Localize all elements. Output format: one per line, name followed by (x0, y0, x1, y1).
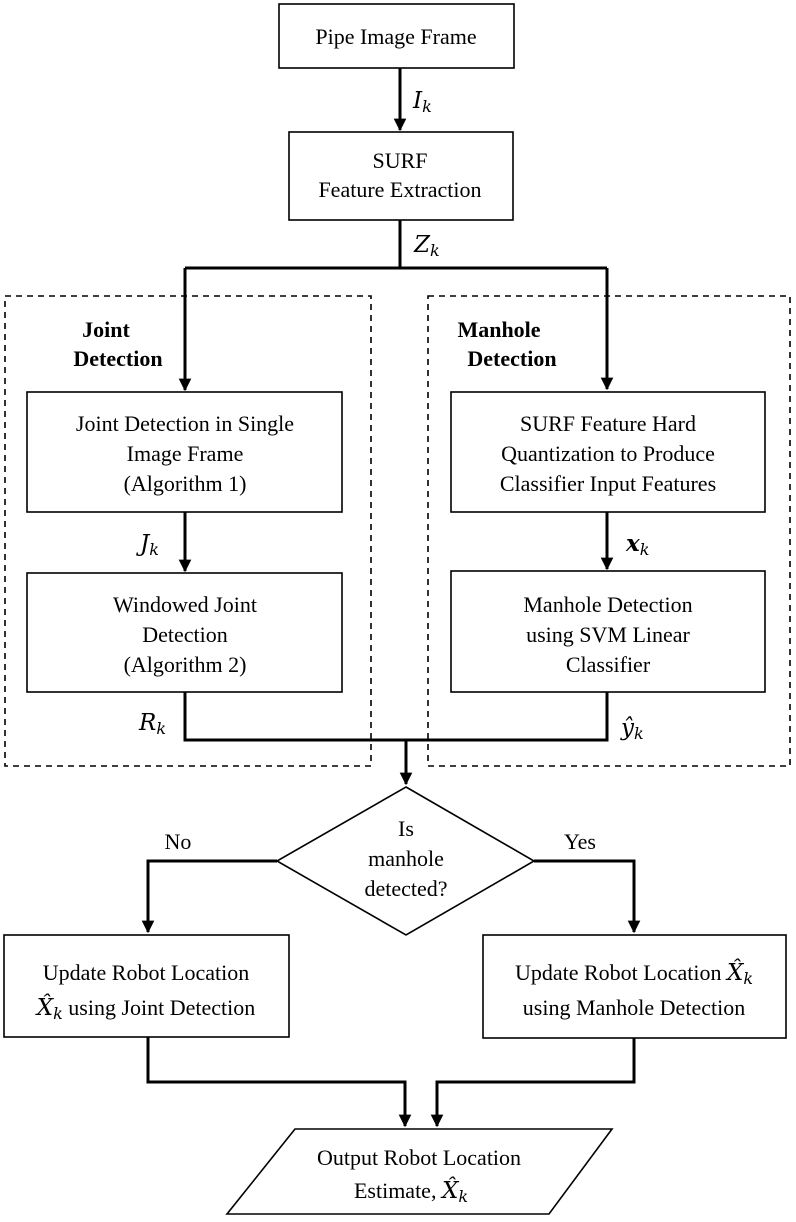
update-joint-line2-group: X̂k using Joint Detection (35, 995, 256, 1023)
edge-joint-update-to-output (146, 1037, 412, 1128)
update-manhole-line1-group: Update Robot Location X̂k (515, 960, 753, 988)
update-manhole-box (482, 934, 787, 1039)
update-joint-box (3, 934, 290, 1038)
update-manhole-line1: Update Robot Location (515, 960, 722, 985)
windowed-line1: Windowed Joint (113, 592, 257, 617)
output-location-parallelogram (225, 1128, 614, 1215)
variable-x-k: xk (625, 530, 649, 559)
output-line2-group: Estimate, X̂k (354, 1178, 468, 1206)
joint-single-line3: (Algorithm 1) (124, 471, 247, 496)
update-joint-line2: using Joint Detection (68, 995, 255, 1020)
variable-y-hat-k: ŷk (620, 715, 644, 743)
edge-yes-branch (534, 859, 641, 934)
windowed-line3: (Algorithm 2) (124, 652, 247, 677)
edge-merge-to-decision (183, 692, 609, 784)
surf-label-line2: Feature Extraction (318, 177, 481, 202)
decision-line1: Is (398, 816, 414, 841)
variable-r-k: Rk (138, 710, 166, 738)
svm-line3: Classifier (566, 652, 651, 677)
svm-line2: using SVM Linear (526, 622, 690, 647)
edge-label-yes: Yes (564, 829, 596, 854)
manhole-decision-diamond (275, 786, 536, 936)
pipe-image-frame-label: Pipe Image Frame (315, 24, 476, 49)
surf-quantization-box (450, 391, 766, 513)
variable-i-k: Ik (412, 88, 432, 116)
manhole-group-title-line2: Detection (467, 346, 556, 371)
joint-group-title-line2: Detection (73, 346, 162, 371)
surf-label-line1: SURF (372, 148, 427, 173)
manhole-group-title-line1: Manhole (457, 317, 540, 342)
output-line1: Output Robot Location (317, 1145, 521, 1170)
edge-label-no: No (165, 829, 192, 854)
manhole-detection-group (427, 295, 791, 767)
decision-line2: manhole (368, 846, 444, 871)
quant-line3: Classifier Input Features (500, 471, 716, 496)
edge-surf-split (185, 220, 607, 270)
joint-single-line1: Joint Detection in Single (76, 411, 294, 436)
decision-line3: detected? (364, 876, 447, 901)
quant-line1: SURF Feature Hard (520, 411, 696, 436)
variable-j-k: Jk (136, 531, 159, 559)
joint-single-line2: Image Frame (127, 441, 244, 466)
variable-z-k: Zk (413, 232, 440, 260)
svm-manhole-detection-box (450, 570, 766, 693)
joint-single-frame-box (26, 391, 343, 513)
svm-line1: Manhole Detection (523, 592, 692, 617)
edge-no-branch (141, 859, 277, 934)
update-joint-line1: Update Robot Location (43, 960, 250, 985)
quant-line2: Quantization to Produce (501, 441, 715, 466)
edge-manhole-update-to-output (430, 1038, 636, 1128)
windowed-line2: Detection (142, 622, 228, 647)
output-line2: Estimate, (354, 1178, 436, 1203)
pipe-image-frame-box (278, 3, 515, 69)
joint-detection-group (4, 295, 372, 767)
joint-group-title-line1: Joint (82, 317, 130, 342)
update-manhole-line2: using Manhole Detection (523, 995, 745, 1020)
windowed-joint-detection-box (26, 572, 343, 693)
surf-feature-extraction-box (288, 131, 514, 221)
